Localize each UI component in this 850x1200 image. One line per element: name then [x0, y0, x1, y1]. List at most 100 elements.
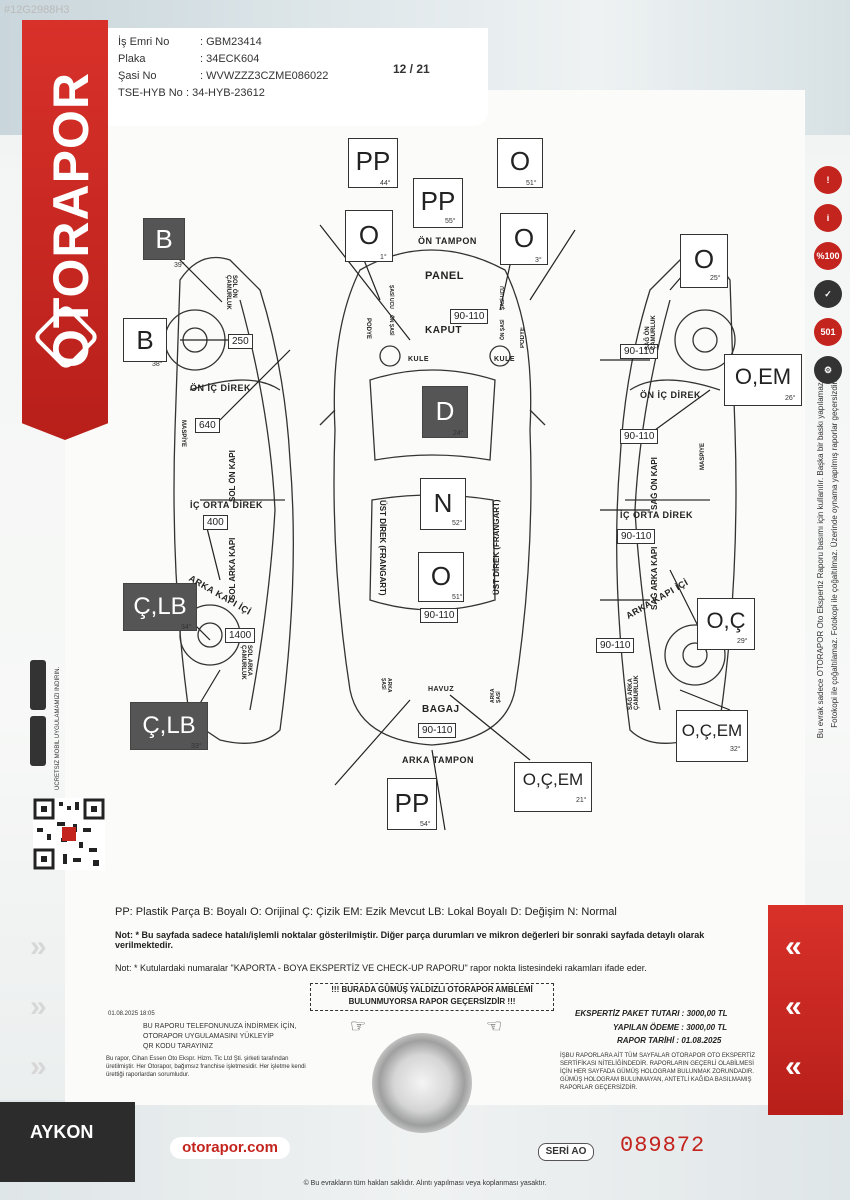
issuer-info: Bu rapor, Cihan Essen Oto Ekspr. Hizm. T… — [106, 1056, 306, 1078]
status-box-sag-on-kapi: O,EM — [724, 354, 802, 406]
box-degree: 25° — [710, 275, 721, 282]
part-label: İÇ ORTA DİREK — [620, 510, 693, 520]
part-label: ŞASİ UCU — [388, 285, 394, 309]
measurement-value: 90-110 — [620, 344, 659, 359]
part-label: PODYE — [365, 318, 371, 340]
part-label: ÜST DİREK (FRANGART) — [492, 499, 501, 595]
status-box-sag-arka-camurluk: O,Ç,EM — [676, 710, 748, 762]
part-label: ŞASİ UCU — [500, 286, 506, 310]
qr-pattern-icon — [33, 798, 105, 870]
badge-icon: ⚙ — [814, 356, 842, 384]
measurement-value: 400 — [203, 515, 228, 530]
status-box-sol-arka-camurluk: Ç,LB — [130, 702, 208, 750]
pointing-hand-icon: ☞ — [350, 1016, 367, 1036]
part-label: SAĞ ÖN KAPI — [650, 457, 659, 510]
status-box-sag-on-camurluk: O — [680, 234, 728, 288]
part-label: ÖN TAMPON — [418, 236, 477, 246]
part-label: KULE — [408, 356, 430, 363]
header-label: TSE-HYB No — [118, 87, 183, 99]
corner-tag: #12G2988H3 — [4, 4, 70, 16]
copyright: © Bu evrakların tüm hakları saklıdır. Al… — [303, 1180, 547, 1187]
page-number: 12 / 21 — [393, 62, 430, 76]
hologram-seal — [372, 1033, 472, 1133]
part-label: SOL ARKA KAPI — [228, 537, 237, 600]
header-value: : WVWZZZ3CZME086022 — [200, 70, 329, 82]
box-degree: 3° — [535, 257, 542, 264]
part-label: ÖN İÇ DİREK — [640, 390, 702, 400]
measurement-value: 90-110 — [620, 429, 659, 444]
chevron-icon: « — [785, 1050, 802, 1083]
timestamp: 01.08.2025 18:05 — [108, 1011, 155, 1017]
status-box-tavan: N — [420, 478, 466, 530]
aykon-watermark: AYKON — [0, 1102, 135, 1182]
warning-line: !!! BURADA GÜMÜŞ YALDIZLI OTORAPOR AMBLE… — [331, 985, 533, 994]
measurement-value: 90-110 — [596, 638, 635, 653]
box-degree: 32° — [730, 746, 741, 753]
part-label: BAGAJ — [422, 704, 460, 715]
part-label: SAĞ ARKA ÇAMURLUK — [628, 675, 640, 710]
box-degree: 1° — [380, 254, 387, 261]
part-label: ARKA TAMPON — [402, 755, 474, 765]
part-label: İÇ ORTA DİREK — [190, 500, 263, 510]
part-label: MASPİYE — [180, 420, 186, 448]
header-value: : 34-HYB-23612 — [186, 87, 265, 99]
header-label: Plaka — [118, 53, 146, 65]
box-degree: 55° — [445, 218, 456, 225]
box-degree: 39° — [174, 262, 185, 269]
pointing-hand-icon: ☜ — [486, 1016, 503, 1036]
part-label: SOL ARKA ÇAMURLUK — [240, 645, 252, 680]
part-label: HAVUZ — [428, 686, 455, 693]
google-play-button[interactable] — [30, 716, 46, 766]
website-link[interactable]: otorapor.com — [170, 1137, 290, 1159]
measurement-value: 640 — [195, 418, 220, 433]
brand-band-right — [768, 905, 843, 1115]
brand-band — [22, 20, 108, 440]
box-degree: 26° — [785, 395, 796, 402]
status-box-sol-arka-kapi: Ç,LB — [123, 583, 197, 631]
box-degree: 52° — [452, 520, 463, 527]
status-box-on-tampon-orta: PP — [413, 178, 463, 228]
box-degree: 21° — [576, 797, 587, 804]
status-box-bagaj: O,Ç,EM — [514, 762, 592, 812]
box-degree: 24° — [453, 430, 464, 437]
badge-icon: %100 — [814, 242, 842, 270]
status-box-sol-far: O — [345, 210, 393, 262]
measurement-value: 90-110 — [420, 608, 459, 623]
hologram-warning: !!! BURADA GÜMÜŞ YALDIZLI OTORAPOR AMBLE… — [310, 983, 554, 1011]
status-box-sol-on-kapi: B — [123, 318, 167, 362]
measurement-value: 90-110 — [418, 723, 457, 738]
chevron-icon: « — [785, 990, 802, 1023]
app-promo: BU RAPORU TELEFONUNUZA İNDİRMEK İÇİN, OT… — [143, 1023, 297, 1050]
part-label: SAĞ ÖN ÇAMURLUK — [645, 315, 657, 350]
badge-icon: ! — [814, 166, 842, 194]
box-degree: 44° — [380, 180, 391, 187]
part-label: SOL ÖN ÇAMURLUK — [225, 275, 237, 310]
chevron-icon: » — [30, 1050, 47, 1083]
box-degree: 51° — [526, 180, 537, 187]
part-label: SAĞ ARKA KAPI — [650, 546, 659, 610]
box-degree: 38° — [152, 361, 163, 368]
box-degree: 29° — [737, 638, 748, 645]
header-card — [108, 28, 488, 126]
header-value: : 34ECK604 — [200, 53, 260, 65]
chevron-icon: » — [30, 990, 47, 1023]
payment-row: YAPILAN ÖDEME : 3000,00 TL — [613, 1023, 728, 1032]
app-store-button[interactable] — [30, 660, 46, 710]
status-box-arka-tampon: PP — [387, 778, 437, 830]
status-box-on-tampon-sol: PP — [348, 138, 398, 188]
box-degree: 51° — [452, 594, 463, 601]
side-text-line: Bu evrak sadece OTORAPOR Oto Ekspertiz R… — [816, 380, 825, 739]
qr-code[interactable] — [33, 798, 105, 870]
measurement-value: 1400 — [225, 628, 256, 643]
box-degree: 34° — [181, 624, 192, 631]
measurement-value: 250 — [228, 334, 253, 349]
validity-disclaimer: İŞBU RAPORLARA AİT TÜM SAYFALAR OTORAPOR… — [560, 1053, 756, 1091]
part-label: SOL ÖN KAPI — [228, 450, 237, 502]
part-label: KAPUT — [425, 325, 462, 336]
status-box-on-tampon-sag: O — [497, 138, 543, 188]
measurement-value: 90-110 — [617, 529, 656, 544]
part-label: ÖN ŞASİ — [500, 319, 506, 340]
part-label: MASPİYE — [700, 442, 706, 470]
chevron-icon: « — [785, 930, 802, 963]
